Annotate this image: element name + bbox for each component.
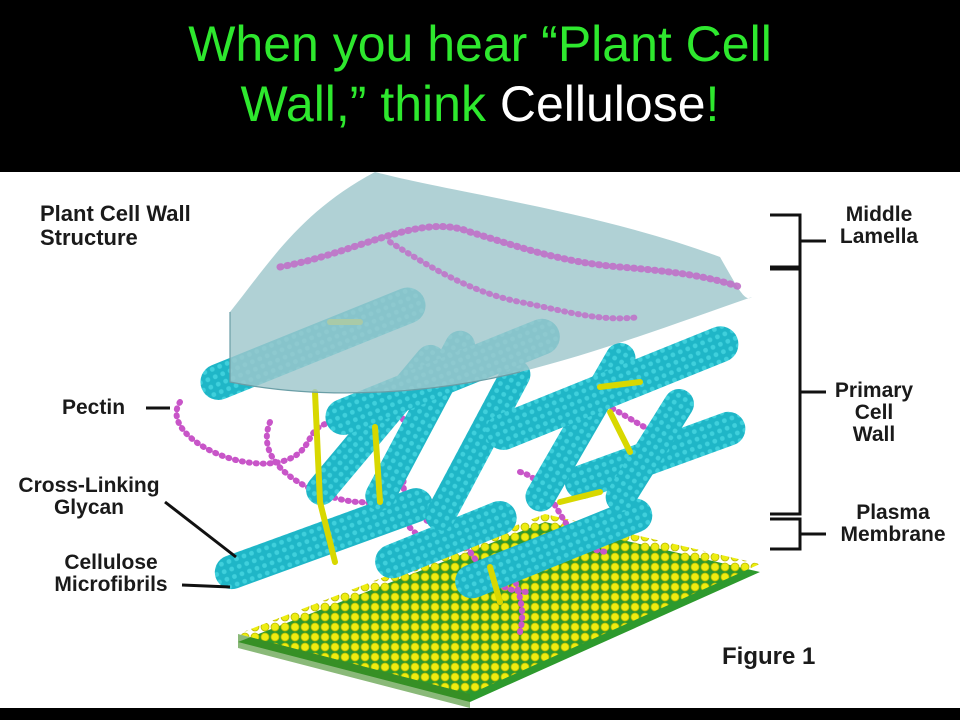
title-end: ! [705, 76, 720, 132]
middle-lamella-sheet [229, 172, 752, 394]
figure-heading: Plant Cell Wall Structure [40, 202, 191, 250]
label-plasma-membrane: Plasma Membrane [826, 502, 960, 546]
slide-title: When you hear “Plant Cell Wall,” think C… [0, 14, 960, 134]
label-middle-line1: Middle [845, 203, 913, 226]
label-plasma-line2: Membrane [840, 523, 946, 546]
label-primary-line2: Cell [854, 401, 894, 424]
bottom-bar [0, 708, 960, 720]
figure-heading-line2: Structure [40, 225, 138, 250]
label-middle-lamella: Middle Lamella [828, 204, 930, 248]
title-line2: Wall,” think [240, 76, 500, 132]
figure-heading-line1: Plant Cell Wall [40, 201, 191, 226]
figure-caption: Figure 1 [722, 643, 816, 670]
label-plasma-line1: Plasma [856, 501, 930, 524]
label-cross-linking-line1: Cross-Linking [18, 474, 160, 497]
label-cellulose-line1: Cellulose [64, 551, 158, 574]
label-cellulose-microfibrils: Cellulose Microfibrils [38, 552, 184, 596]
label-primary-line3: Wall [852, 423, 896, 446]
label-primary-cell-wall: Primary Cell Wall [822, 380, 926, 446]
cell-wall-illustration [146, 172, 826, 708]
label-cellulose-line2: Microfibrils [54, 573, 168, 596]
label-middle-line2: Lamella [839, 225, 919, 248]
title-highlight: Cellulose [499, 76, 706, 132]
label-cross-linking-line2: Glycan [53, 496, 125, 519]
label-primary-line1: Primary [834, 379, 914, 402]
label-leader-lines [146, 213, 826, 589]
cell-wall-figure: Plant Cell Wall Structure Pectin Cross-L… [0, 172, 960, 708]
title-line1: When you hear “Plant Cell [188, 16, 772, 72]
label-pectin: Pectin [62, 396, 126, 419]
label-cross-linking-glycan: Cross-Linking Glycan [4, 475, 174, 519]
